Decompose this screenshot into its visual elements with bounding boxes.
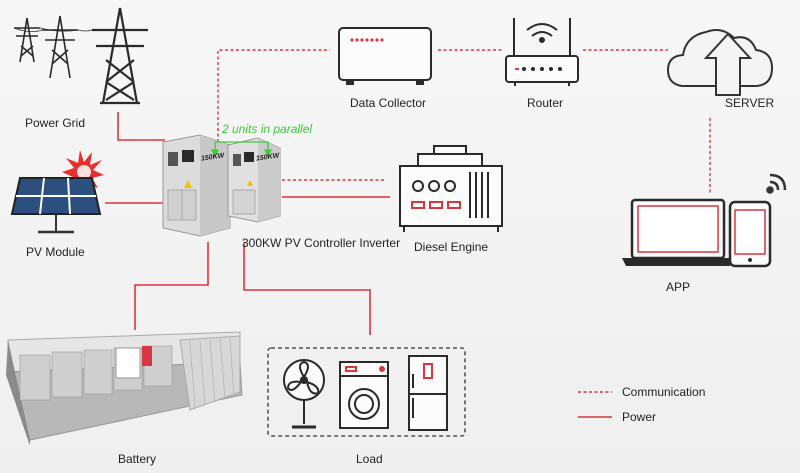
inverter-cabinets <box>162 134 281 237</box>
legend-communication-label: Communication <box>622 385 706 399</box>
inverter-to-load-line <box>243 242 371 335</box>
inverter-to-collector-comm-line <box>217 49 330 142</box>
server-cloud-icon <box>666 29 774 96</box>
pv-module-label: PV Module <box>26 245 85 259</box>
communication-lines <box>217 49 711 393</box>
legend-power-label: Power <box>622 410 657 424</box>
load-group <box>267 347 466 437</box>
phone-icon <box>728 200 772 268</box>
app-label: APP <box>666 280 691 294</box>
battery-label: Battery <box>118 452 157 466</box>
inverter-label: 300KW PV Controller Inverter <box>242 236 401 250</box>
router-label: Router <box>527 96 564 110</box>
data-collector-icon <box>338 27 432 85</box>
power-grid-label: Power Grid <box>25 116 86 130</box>
tower-large-icon <box>92 7 148 105</box>
inverter-cabinet-1 <box>162 134 231 237</box>
parallel-note: 2 units in parallel <box>222 122 313 136</box>
pv-module-icon <box>10 150 104 234</box>
load-dashed-frame <box>267 347 466 437</box>
load-label: Load <box>356 452 383 466</box>
power-lines <box>105 112 612 418</box>
parallel-bracket-icon <box>210 141 273 158</box>
wifi-icon <box>766 173 787 194</box>
server-label: SERVER <box>725 96 775 110</box>
fan-icon <box>283 359 325 429</box>
data-collector-label: Data Collector <box>350 96 427 110</box>
tower-small-icon <box>14 17 40 63</box>
inverter-to-battery-line <box>134 242 209 330</box>
router-icon <box>505 18 579 86</box>
battery-container-icon <box>6 331 243 446</box>
tower-medium-icon <box>42 15 78 79</box>
inverter-cabinet-2 <box>227 137 281 223</box>
refrigerator-icon <box>408 355 448 431</box>
grid-to-inverter-line <box>117 112 165 141</box>
power-grid-icon <box>13 7 148 105</box>
app-devices-icon <box>622 173 787 268</box>
diesel-engine-icon <box>399 145 503 232</box>
washing-machine-icon <box>339 361 389 429</box>
laptop-icon <box>622 198 734 266</box>
diesel-engine-label: Diesel Engine <box>414 240 489 254</box>
